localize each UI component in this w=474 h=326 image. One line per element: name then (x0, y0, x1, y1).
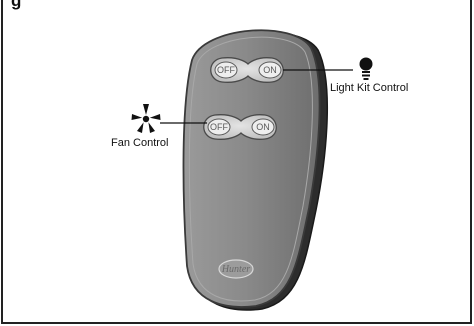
fan-off-label: OFF (210, 122, 228, 132)
brand-logo-text: Hunter (221, 264, 250, 275)
fan-off-button[interactable]: OFF (208, 119, 230, 135)
fan-on-button[interactable]: ON (252, 119, 274, 135)
lightbulb-icon (360, 58, 373, 81)
fan-control-label: Fan Control (111, 137, 168, 149)
light-off-label: OFF (217, 65, 235, 75)
fan-on-label: ON (256, 122, 270, 132)
light-on-button[interactable]: ON (259, 62, 281, 78)
light-kit-control-label: Light Kit Control (330, 82, 408, 94)
light-on-label: ON (263, 65, 277, 75)
fan-icon (132, 104, 161, 133)
light-off-button[interactable]: OFF (215, 62, 237, 78)
brand-logo: Hunter (219, 260, 253, 278)
